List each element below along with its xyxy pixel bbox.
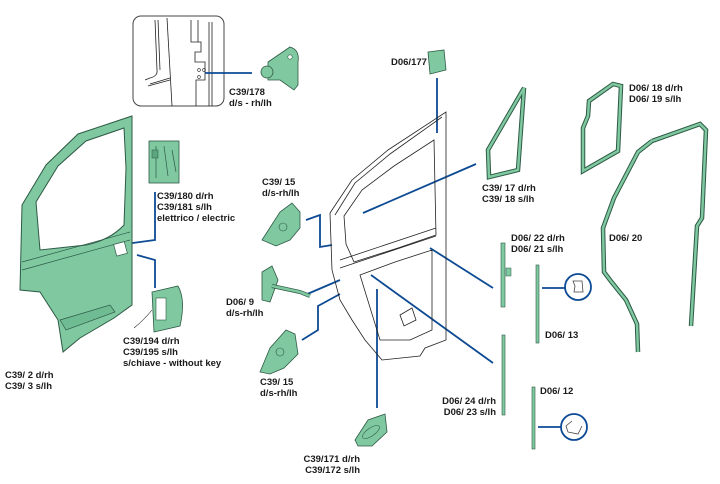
part-number-lh: D06/ 23 s/lh	[443, 407, 496, 418]
leader-hinge-lower	[301, 293, 341, 341]
part-number: C39/178	[229, 87, 265, 98]
part-number-rh: D06/ 18 d/rh	[629, 83, 683, 94]
part-number-lh: C39/172 s/lh	[305, 465, 360, 476]
leader-check-strap	[304, 279, 341, 296]
profile-callout-d	[560, 413, 588, 441]
electric-lock	[148, 140, 180, 184]
part-side: d/s - rh/lh	[229, 98, 272, 109]
part-side: d/s-rh/lh	[226, 308, 264, 319]
label-bracket: D06/177	[391, 57, 427, 68]
channel-a-part	[500, 242, 506, 308]
label-hinge-top: C39/178 d/s - rh/lh	[229, 87, 272, 109]
label-check-strap: D06/ 9 d/s-rh/lh	[226, 297, 263, 319]
label-hinge-upper: C39/ 15 d/s-rh/lh	[262, 177, 299, 199]
channel-b-part	[535, 264, 540, 344]
leader-hinge-upper	[305, 213, 333, 249]
inner-handle-part	[354, 413, 388, 447]
part-note: s/chiave - without key	[123, 358, 222, 369]
door-shell	[19, 115, 133, 353]
check-strap-part	[261, 265, 311, 303]
part-number: D06/ 13	[545, 330, 579, 341]
label-channel-b: D06/ 13	[545, 330, 578, 341]
hinge-detail-inset	[132, 15, 225, 107]
label-inner-handle: C39/171 d/rh C39/172 s/lh	[300, 454, 361, 476]
channel-d-part	[531, 386, 536, 450]
part-number: D06/ 20	[609, 233, 643, 244]
channels	[500, 242, 540, 450]
profile-callout-b	[564, 273, 592, 301]
outer-handle	[133, 285, 183, 333]
label-outer-handle: C39/194 d/rh C39/195 s/lh s/chiave - wit…	[123, 336, 221, 369]
part-number-lh: C39/181 s/lh	[157, 202, 212, 213]
label-channel-a: D06/ 22 d/rh D06/ 21 s/lh	[511, 233, 565, 255]
part-number-rh: D06/ 24 d/rh	[442, 396, 496, 407]
leader-lock	[124, 192, 156, 245]
part-number-lh: D06/ 21 s/lh	[511, 244, 564, 255]
part-number-rh: C39/171 d/rh	[303, 454, 361, 465]
part-side: d/s-rh/lh	[260, 388, 298, 399]
leader-channel-a	[429, 247, 494, 289]
part-side: d/s-rh/lh	[262, 188, 300, 199]
bracket-part	[427, 49, 447, 75]
label-vent-seal: C39/ 17 d/rh C39/ 18 s/lh	[482, 183, 536, 205]
leader-outer-handle	[136, 254, 156, 288]
part-number-lh: C39/195 s/lh	[123, 347, 178, 358]
part-number-rh: C39/ 17 d/rh	[482, 183, 536, 194]
hinge-upper-part	[261, 202, 301, 247]
hinge-top-part	[260, 46, 299, 91]
part-number: D06/ 12	[540, 386, 574, 397]
part-number: D06/177	[391, 57, 427, 68]
label-channel-d: D06/ 12	[540, 386, 573, 397]
part-number-rh: D06/ 22 d/rh	[511, 233, 565, 244]
channel-c-part	[501, 334, 506, 416]
window-seal-part	[580, 81, 624, 175]
part-note: elettrico / electric	[157, 213, 236, 224]
label-door-seal: D06/ 20	[609, 233, 642, 244]
leader-vent-seal	[362, 163, 477, 214]
part-number: D06/ 9	[226, 297, 254, 308]
hinge-lower-part	[259, 329, 299, 375]
part-number-rh: C39/194 d/rh	[123, 336, 180, 347]
part-number: C39/ 15	[262, 177, 296, 188]
part-number-rh: C39/180 d/rh	[157, 191, 214, 202]
part-number-lh: D06/ 19 s/lh	[629, 94, 682, 105]
label-channel-c: D06/ 24 d/rh D06/ 23 s/lh	[436, 396, 496, 418]
part-number-lh: C39/ 18 s/lh	[482, 194, 535, 205]
label-door-shell: C39/ 2 d/rh C39/ 3 s/lh	[5, 370, 54, 392]
door-frame-skeleton	[329, 111, 447, 361]
part-number: C39/ 15	[260, 377, 294, 388]
part-number-rh: C39/ 2 d/rh	[5, 370, 54, 381]
label-window-seal: D06/ 18 d/rh D06/ 19 s/lh	[629, 83, 683, 105]
label-hinge-lower: C39/ 15 d/s-rh/lh	[260, 377, 297, 399]
part-number-lh: C39/ 3 s/lh	[5, 381, 52, 392]
label-electric-lock: C39/180 d/rh C39/181 s/lh elettrico / el…	[157, 191, 235, 224]
seals	[485, 81, 709, 353]
